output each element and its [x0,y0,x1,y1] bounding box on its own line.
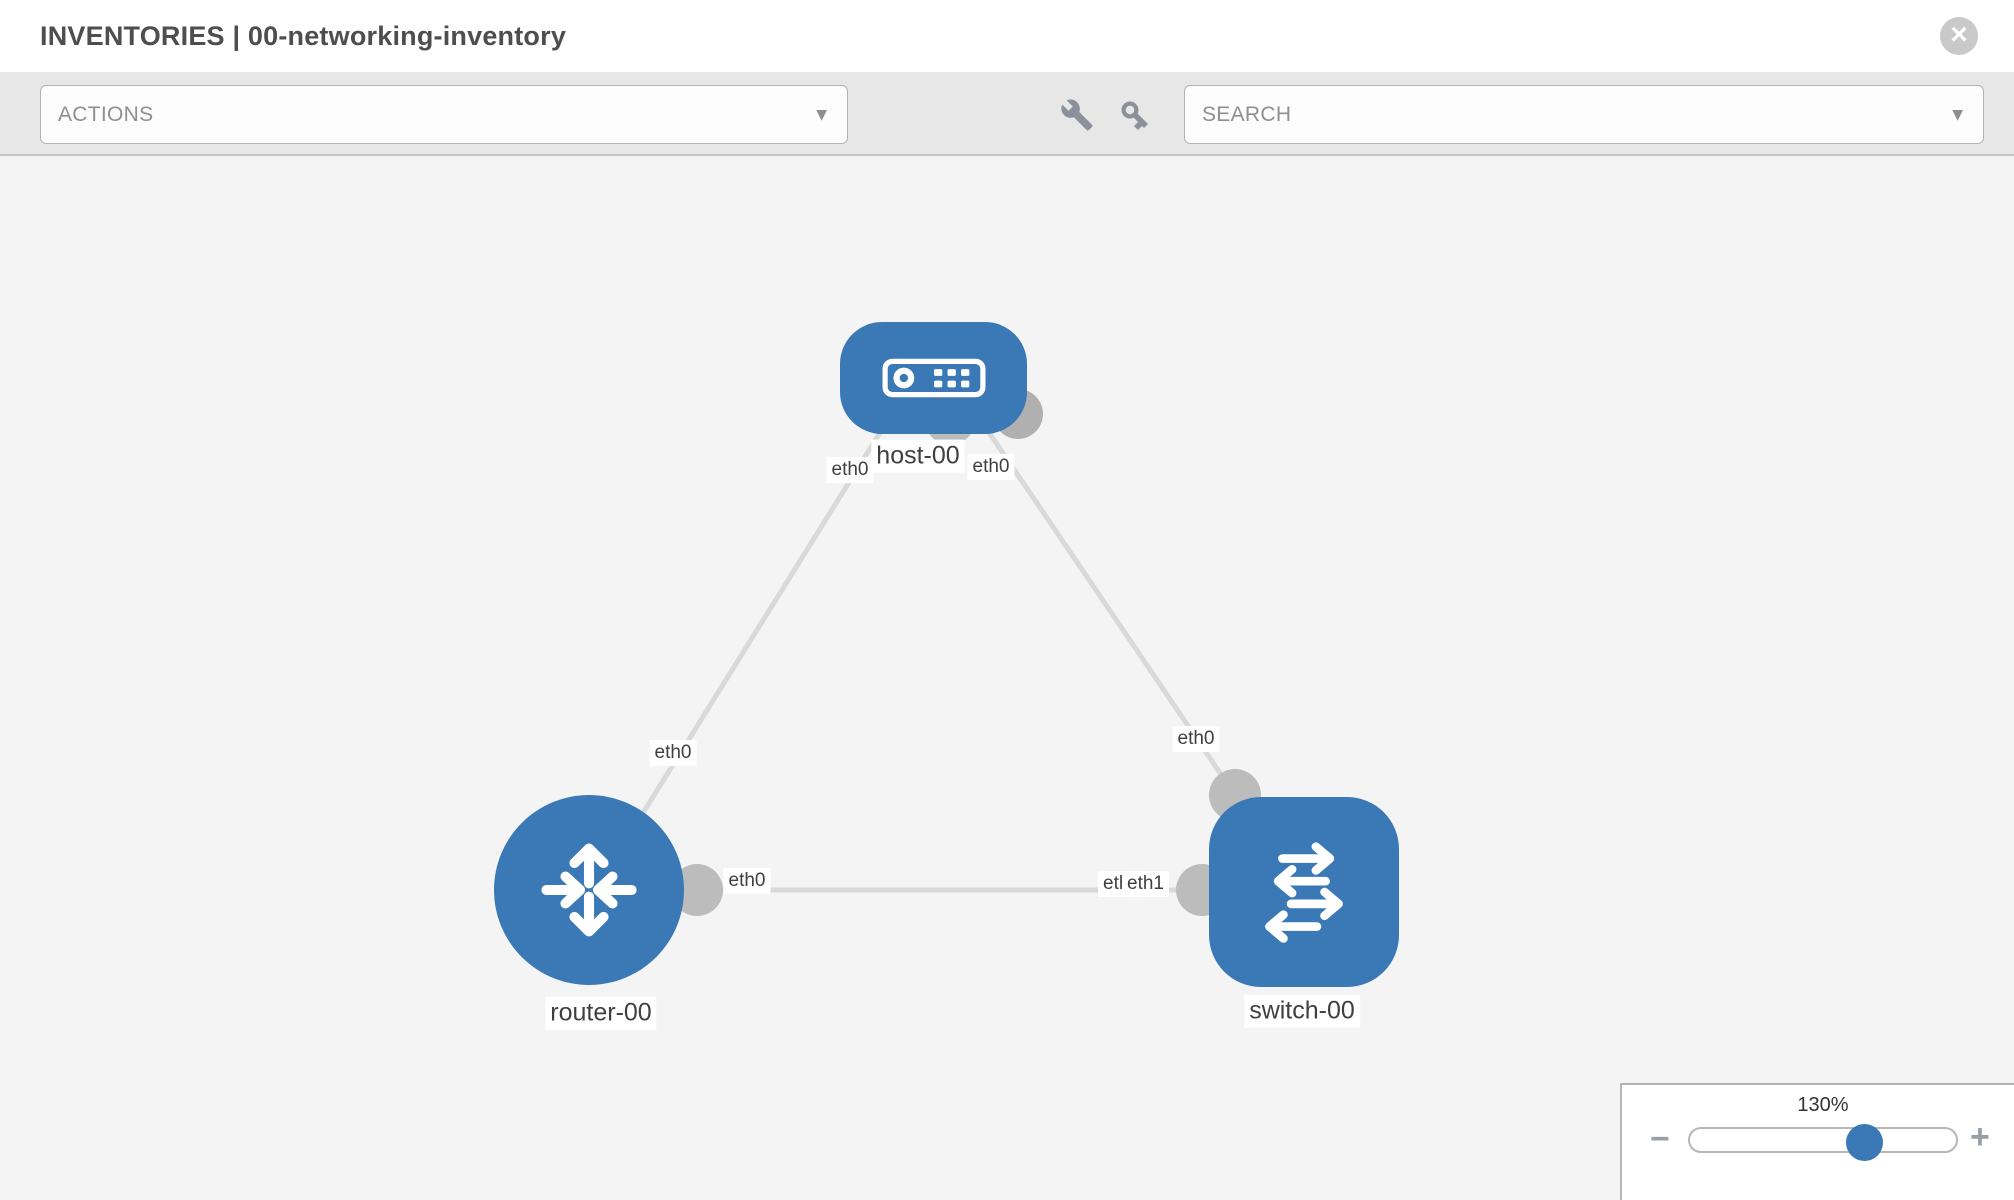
iface-label-host-switch-hostend: eth0 [967,454,1015,480]
close-button[interactable]: × [1940,17,1978,55]
actions-dropdown[interactable]: ACTIONS ▼ [40,85,848,144]
zoom-slider-thumb[interactable] [1846,1124,1883,1161]
toolbar: ACTIONS ▼ SEARCH ▼ [0,72,2014,156]
node-host-00[interactable] [840,322,1027,434]
key-button[interactable] [1118,98,1152,132]
iface-label-host-router-hostend: eth0 [826,457,874,483]
zoom-panel: 130% − + [1620,1083,2014,1200]
port-dot-router-right [671,864,723,916]
links-layer [640,389,1261,916]
iface-label-router-switch-routerend: eth0 [723,868,771,894]
close-icon: × [1950,17,1968,51]
zoom-in-button[interactable]: + [1970,1118,1990,1156]
zoom-slider-track[interactable] [1688,1127,1958,1153]
header-bar: INVENTORIES | 00-networking-inventory × [0,0,2014,72]
switch-icon [1265,842,1343,943]
iface-label-router-switch-switchend: eth1 [1122,871,1169,897]
actions-dropdown-label: ACTIONS [58,102,154,126]
chevron-down-icon: ▼ [816,106,827,123]
chevron-down-icon: ▼ [1952,106,1963,123]
router-icon [541,843,637,937]
node-label-router: router-00 [545,996,657,1030]
wrench-button[interactable] [1060,98,1094,132]
iface-label-host-switch-switchend: eth0 [1172,726,1220,752]
zoom-out-button[interactable]: − [1650,1120,1670,1158]
wrench-icon [1061,99,1093,131]
search-dropdown-label: SEARCH [1202,102,1292,126]
key-icon [1121,101,1149,131]
page-title: INVENTORIES | 00-networking-inventory [40,21,567,51]
node-switch-00[interactable] [1209,797,1399,987]
node-label-host: host-00 [871,439,965,473]
iface-label-host-router-routerend: eth0 [649,740,697,766]
node-label-switch: switch-00 [1244,994,1360,1028]
topology-canvas[interactable]: host-00 router-00 switch-00 eth0 eth0 et… [0,156,2014,1200]
node-router-00[interactable] [494,795,684,985]
zoom-level-value: 130% [1797,1094,1849,1116]
search-dropdown[interactable]: SEARCH ▼ [1184,85,1984,144]
host-icon [882,358,985,398]
